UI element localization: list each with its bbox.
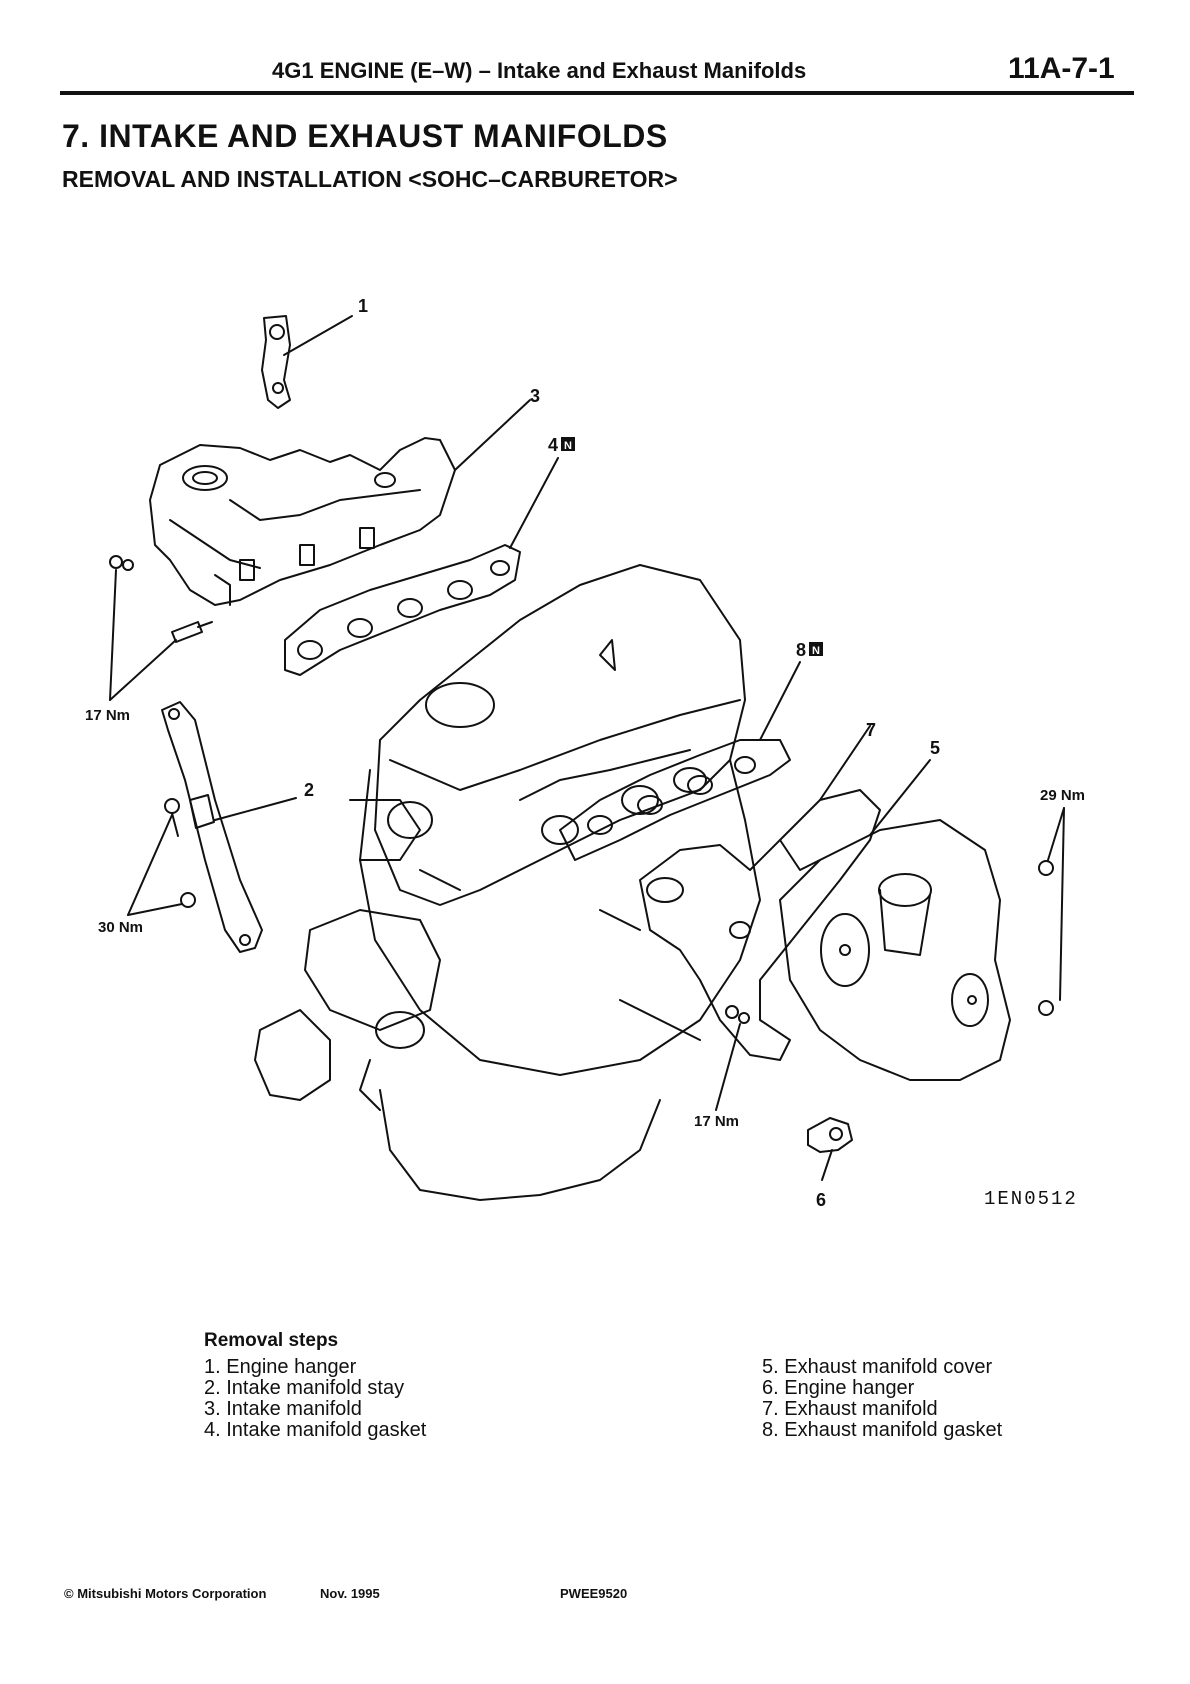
footer-copyright: © Mitsubishi Motors Corporation bbox=[64, 1586, 267, 1601]
removal-step: 7. Exhaust manifold bbox=[762, 1398, 938, 1420]
removal-step: 2. Intake manifold stay bbox=[204, 1377, 405, 1399]
torque-exhaust-label: 17 Nm bbox=[694, 1113, 739, 1130]
callout-8: 8 bbox=[796, 640, 806, 660]
removal-step: 5. Exhaust manifold cover bbox=[762, 1356, 993, 1378]
intake-manifold bbox=[149, 399, 531, 606]
new-part-mark-8-letter: N bbox=[812, 645, 820, 657]
callout-4: 4 bbox=[548, 435, 558, 455]
exhaust-manifold bbox=[639, 725, 881, 1061]
callout-5: 5 bbox=[930, 738, 940, 758]
engine-hanger-bottom bbox=[807, 1117, 853, 1181]
new-part-mark-8 bbox=[809, 642, 823, 656]
callout-2: 2 bbox=[304, 780, 314, 800]
engine-hanger-top bbox=[261, 315, 353, 409]
page-title: 7. INTAKE AND EXHAUST MANIFOLDS bbox=[62, 118, 668, 154]
exhaust-fasteners bbox=[715, 1005, 750, 1111]
removal-step: 4. Intake manifold gasket bbox=[204, 1419, 427, 1441]
page-number: 11A-7-1 bbox=[1008, 52, 1115, 85]
callout-1: 1 bbox=[358, 296, 368, 316]
section-header: 4G1 ENGINE (E–W) – Intake and Exhaust Ma… bbox=[272, 58, 807, 83]
footer-date: Nov. 1995 bbox=[320, 1586, 380, 1601]
intake-manifold-stay bbox=[127, 701, 297, 953]
figure-code: 1EN0512 bbox=[984, 1188, 1078, 1210]
intake-manifold-gasket bbox=[284, 457, 559, 676]
removal-step: 6. Engine hanger bbox=[762, 1377, 915, 1399]
intake-fasteners bbox=[109, 555, 213, 701]
removal-step: 8. Exhaust manifold gasket bbox=[762, 1419, 1003, 1441]
removal-steps-heading: Removal steps bbox=[204, 1330, 339, 1351]
page-subtitle: REMOVAL AND INSTALLATION <SOHC–CARBURETO… bbox=[62, 166, 678, 192]
callout-7: 7 bbox=[866, 720, 876, 740]
footer-code: PWEE9520 bbox=[560, 1586, 628, 1601]
callout-3: 3 bbox=[530, 386, 540, 406]
new-part-mark-4 bbox=[561, 437, 575, 451]
removal-step: 1. Engine hanger bbox=[204, 1356, 357, 1378]
cover-fasteners bbox=[1038, 807, 1065, 1016]
callout-6: 6 bbox=[816, 1190, 826, 1210]
torque-intake-label: 17 Nm bbox=[85, 707, 130, 724]
removal-step: 3. Intake manifold bbox=[204, 1398, 362, 1420]
exhaust-manifold-gasket bbox=[559, 661, 801, 861]
removal-steps-left: 1. Engine hanger 2. Intake manifold stay… bbox=[204, 1357, 426, 1441]
removal-steps-right: 5. Exhaust manifold cover 6. Engine hang… bbox=[762, 1357, 1002, 1441]
torque-stay-label: 30 Nm bbox=[98, 919, 143, 936]
header-rule bbox=[60, 91, 1134, 95]
exhaust-manifold-cover bbox=[779, 759, 1011, 1081]
new-part-mark-4-letter: N bbox=[564, 440, 572, 452]
torque-cover-label: 29 Nm bbox=[1040, 787, 1085, 804]
engine-block bbox=[254, 564, 761, 1201]
